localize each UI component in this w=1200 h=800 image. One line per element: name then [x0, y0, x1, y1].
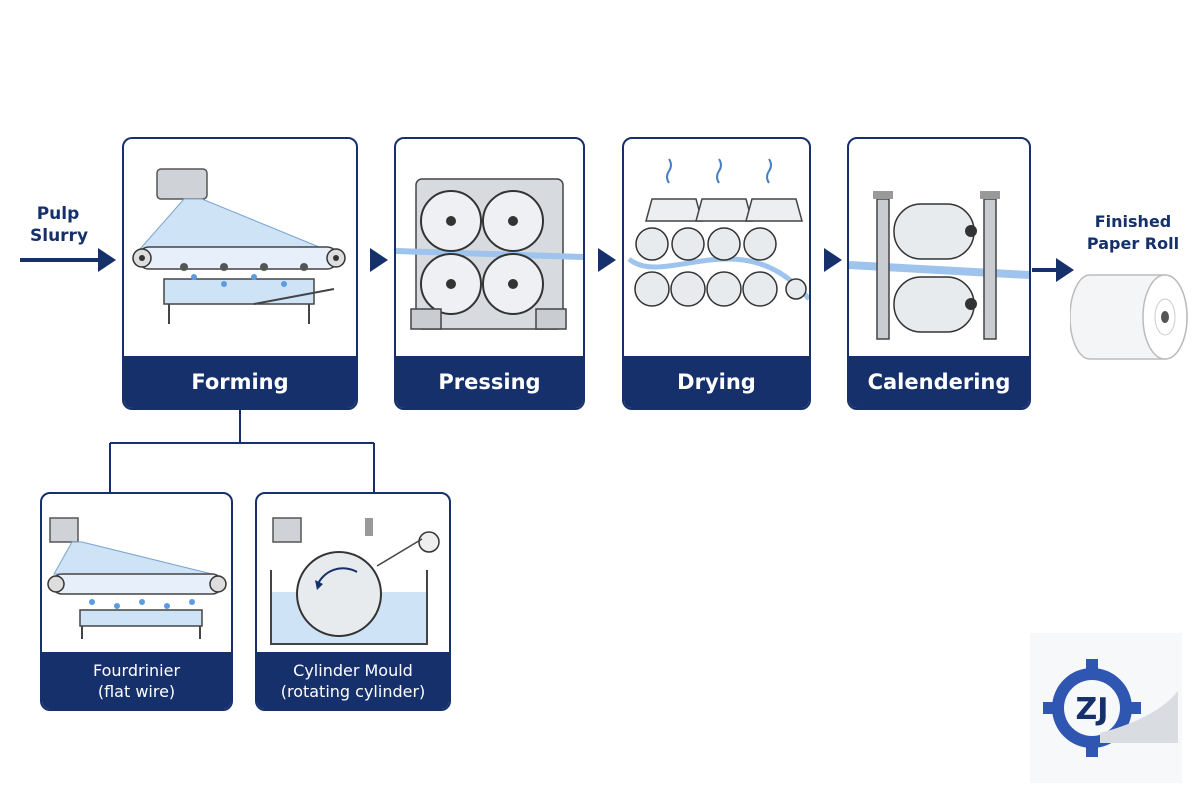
stage-card-pressing: Pressing — [394, 137, 585, 410]
cylinder-mould-detail: (rotating cylinder) — [280, 681, 426, 701]
arrow-drying-to-calendering — [824, 248, 842, 272]
company-logo: ZJ — [1030, 633, 1182, 783]
logo-text: ZJ — [1076, 692, 1109, 727]
dryer-cylinders-icon — [627, 158, 809, 307]
pulp-slurry-line2: Slurry — [30, 226, 89, 246]
arrow-pulp-to-forming — [20, 248, 116, 272]
stage-card-forming: Forming — [122, 137, 358, 410]
finished-roll-line2: Paper Roll — [1086, 234, 1180, 253]
arrow-calendering-to-roll — [1032, 258, 1074, 282]
stage-label-calendering: Calendering — [849, 356, 1029, 408]
forming-branch-connector — [109, 410, 375, 492]
pulp-slurry-line1: Pulp — [36, 204, 80, 224]
arrow-pressing-to-drying — [598, 248, 616, 272]
cylinder-mould-icon — [270, 517, 440, 645]
cylinder-mould-label: Cylinder Mould (rotating cylinder) — [257, 652, 449, 709]
fourdrinier-title: Fourdrinier — [92, 660, 181, 680]
forming-type-card-fourdrinier: Fourdrinier (flat wire) — [40, 492, 233, 711]
fourdrinier-label: Fourdrinier (flat wire) — [42, 652, 231, 709]
stage-label-drying: Drying — [624, 356, 809, 408]
cylinder-mould-title: Cylinder Mould — [293, 660, 413, 680]
calender-rolls-icon — [849, 191, 1029, 340]
pulp-slurry-label: Pulp Slurry — [30, 203, 89, 247]
finished-roll-label: Finished Paper Roll — [1078, 211, 1188, 255]
stage-label-forming: Forming — [124, 356, 356, 408]
forming-machine-icon — [132, 168, 346, 324]
fourdrinier-detail: (flat wire) — [97, 681, 176, 701]
gear-logo-icon: ZJ — [1043, 659, 1178, 757]
paper-roll-icon — [1070, 274, 1188, 360]
forming-type-card-cylinder-mould: Cylinder Mould (rotating cylinder) — [255, 492, 451, 711]
stage-card-drying: Drying — [622, 137, 811, 410]
stage-label-pressing: Pressing — [396, 356, 583, 408]
arrow-forming-to-pressing — [370, 248, 388, 272]
press-rolls-icon — [396, 178, 583, 330]
stage-card-calendering: Calendering — [847, 137, 1031, 410]
fourdrinier-machine-icon — [47, 517, 227, 639]
finished-roll-line1: Finished — [1094, 212, 1172, 231]
